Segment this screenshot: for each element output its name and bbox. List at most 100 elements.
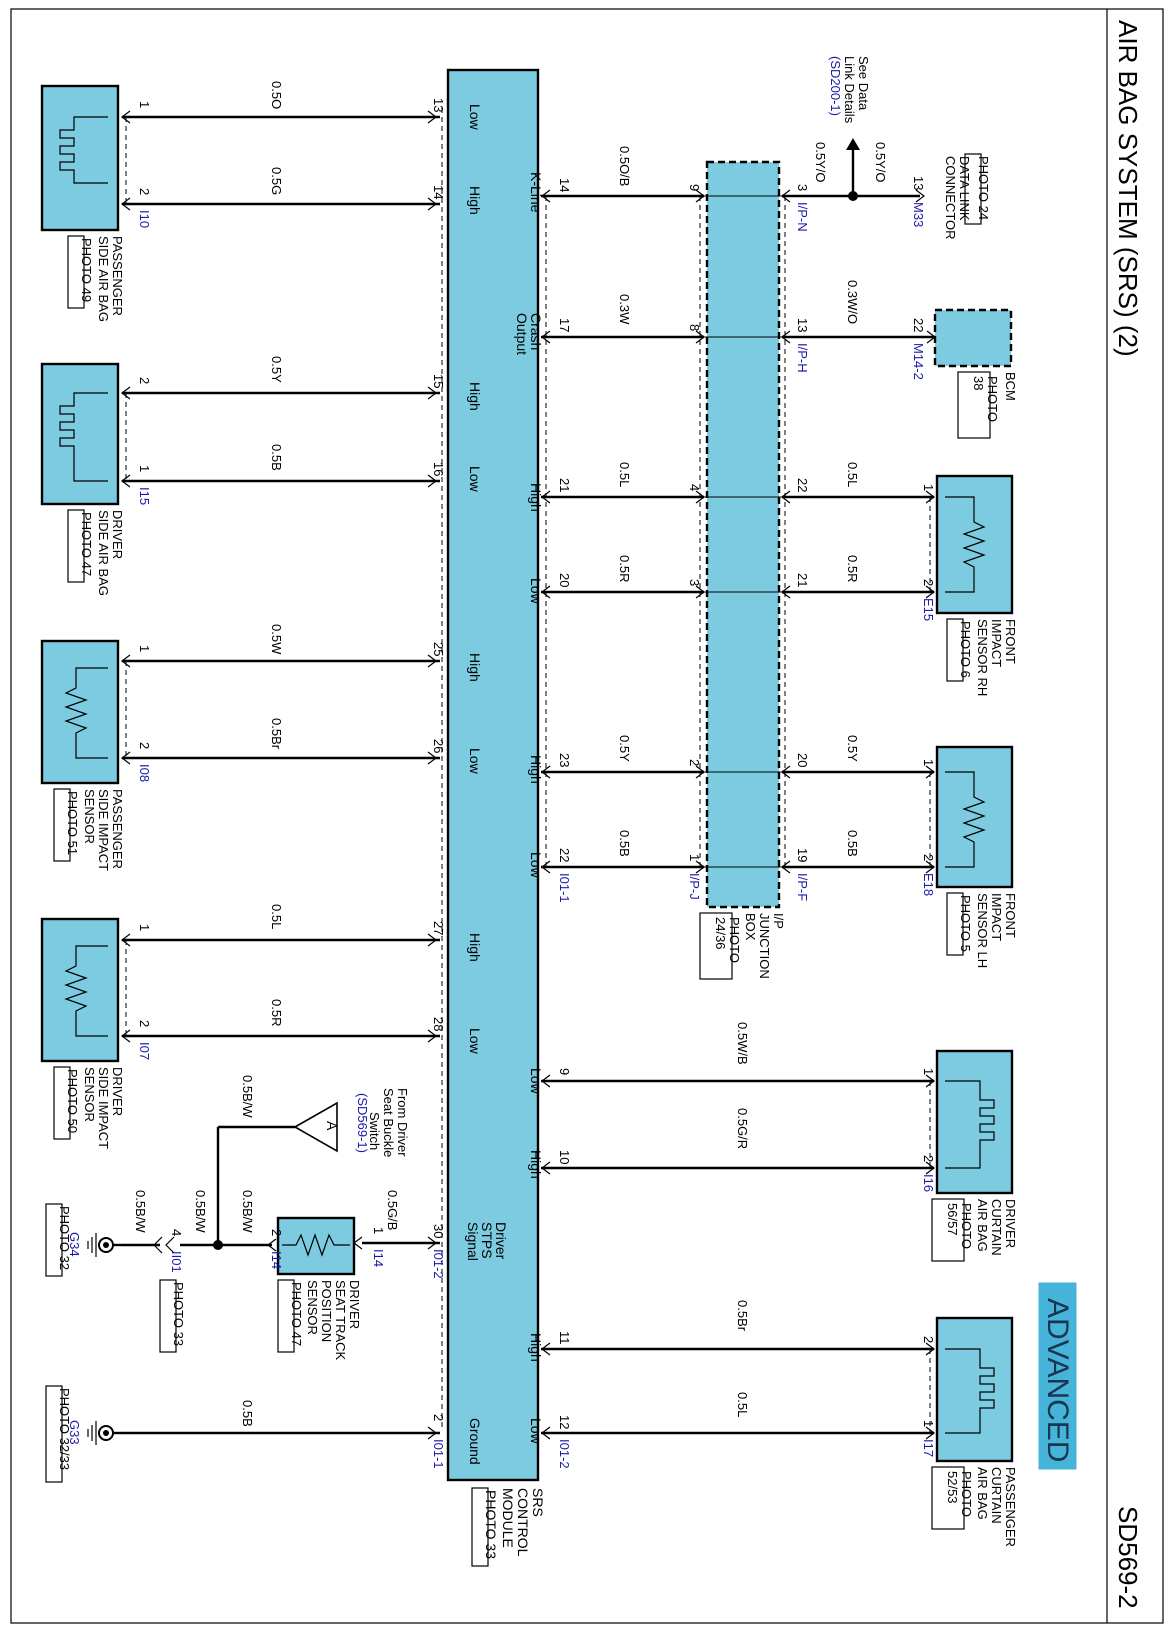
svg-text:2: 2 <box>137 377 152 384</box>
svg-text:21: 21 <box>557 478 572 492</box>
svg-text:FRONT: FRONT <box>1003 619 1018 664</box>
svg-text:2: 2 <box>137 1020 152 1027</box>
svg-text:2: 2 <box>137 188 152 195</box>
svg-text:56/57: 56/57 <box>945 1203 960 1236</box>
svg-text:PASSENGER: PASSENGER <box>110 789 125 869</box>
svg-text:0.5O/B: 0.5O/B <box>617 146 632 186</box>
svg-text:PHOTO: PHOTO <box>959 1203 974 1249</box>
svg-text:PHOTO 47: PHOTO 47 <box>79 512 94 576</box>
ground-icon <box>87 1233 122 1257</box>
svg-text:PASSENGER: PASSENGER <box>110 236 125 316</box>
svg-text:9: 9 <box>557 1068 572 1075</box>
svg-text:0.5G/R: 0.5G/R <box>735 1108 750 1149</box>
svg-text:PHOTO 33: PHOTO 33 <box>483 1490 499 1559</box>
svg-text:0.5G: 0.5G <box>269 167 284 195</box>
svg-text:POSITION: POSITION <box>319 1280 334 1342</box>
svg-text:IMPACT: IMPACT <box>989 619 1004 667</box>
svg-text:0.5B/W: 0.5B/W <box>193 1190 208 1233</box>
right-connector-dashes <box>545 196 931 1433</box>
svg-text:19: 19 <box>795 848 810 862</box>
resistor-icon <box>64 945 108 1037</box>
data-link-arrow-icon <box>846 138 860 150</box>
svg-text:PHOTO 5: PHOTO 5 <box>958 895 973 952</box>
svg-text:30: 30 <box>431 1224 446 1238</box>
svg-text:1: 1 <box>921 759 936 766</box>
svg-text:PHOTO 51: PHOTO 51 <box>65 791 80 855</box>
svg-text:DRIVER: DRIVER <box>347 1280 362 1329</box>
svg-text:DRIVER: DRIVER <box>1003 1199 1018 1248</box>
svg-text:0.5B/W: 0.5B/W <box>240 1075 255 1118</box>
svg-text:1: 1 <box>137 924 152 931</box>
svg-text:SEAT TRACK: SEAT TRACK <box>333 1280 348 1361</box>
advanced-banner <box>1038 1282 1077 1470</box>
svg-text:4: 4 <box>687 484 702 491</box>
ground-photo-labels: PHOTO 32 PHOTO 32/33 PHOTO 33 <box>45 1203 186 1483</box>
svg-text:See Data: See Data <box>856 56 871 111</box>
svg-text:13: 13 <box>911 176 926 190</box>
svg-text:28: 28 <box>431 1017 446 1031</box>
svg-text:0.5B: 0.5B <box>269 444 284 471</box>
svg-text:PHOTO 24: PHOTO 24 <box>976 156 991 220</box>
svg-text:PHOTO 32: PHOTO 32 <box>57 1206 72 1270</box>
svg-text:0.5B/W: 0.5B/W <box>240 1190 255 1233</box>
svg-text:13: 13 <box>431 98 446 112</box>
driver-side-airbag <box>40 362 120 506</box>
svg-text:0.5B: 0.5B <box>617 830 632 857</box>
front-impact-sensor-lh-label: FRONT IMPACT SENSOR LH PHOTO 5 <box>946 892 1018 968</box>
svg-text:0.5W: 0.5W <box>269 624 284 655</box>
svg-text:SENSOR: SENSOR <box>82 789 97 844</box>
svg-text:I07: I07 <box>137 1042 152 1060</box>
svg-text:2: 2 <box>431 1414 446 1421</box>
left-pin-numbers: 13 14 15 16 25 26 27 28 30 2 1 2 2 1 1 2… <box>137 98 446 1421</box>
resistor-icon <box>282 1233 350 1257</box>
svg-text:Crash: Crash <box>528 313 544 350</box>
svg-text:17: 17 <box>557 318 572 332</box>
svg-text:I/P: I/P <box>771 913 786 929</box>
svg-text:0.5B: 0.5B <box>240 1400 255 1427</box>
srs-control-module <box>446 68 540 1482</box>
svg-text:0.5L: 0.5L <box>269 904 284 929</box>
svg-text:1: 1 <box>137 645 152 652</box>
from-driver-seat-buckle-label: From Driver Seat Buckle Switch <box>367 1088 410 1157</box>
svg-text:STPS: STPS <box>479 1222 495 1259</box>
svg-text:0.5G/B: 0.5G/B <box>385 1190 400 1230</box>
svg-text:High: High <box>467 933 483 962</box>
left-connector-dashes <box>125 108 443 1430</box>
svg-text:3: 3 <box>795 184 810 191</box>
svg-text:2: 2 <box>687 759 702 766</box>
svg-text:22: 22 <box>557 848 572 862</box>
svg-text:I15: I15 <box>137 487 152 505</box>
page-title: AIR BAG SYSTEM (SRS) (2) <box>1113 20 1143 357</box>
svg-text:PHOTO: PHOTO <box>959 1471 974 1517</box>
svg-text:I/P-N: I/P-N <box>795 202 810 232</box>
svg-text:I01-1: I01-1 <box>431 1439 446 1469</box>
data-link-connector-label: PHOTO 24 DATA LINK CONNECTOR <box>943 153 991 240</box>
svg-text:MODULE: MODULE <box>500 1488 516 1548</box>
squib-icon <box>945 1080 995 1169</box>
svg-text:SENSOR: SENSOR <box>305 1280 320 1335</box>
srs-module-label: SRS CONTROL MODULE PHOTO 33 <box>471 1487 546 1567</box>
svg-text:AIR BAG: AIR BAG <box>975 1467 990 1520</box>
svg-text:I01-1: I01-1 <box>557 873 572 903</box>
svg-text:Low: Low <box>467 466 483 493</box>
svg-text:E15: E15 <box>921 598 936 621</box>
svg-text:14: 14 <box>557 178 572 192</box>
svg-text:0.5Y: 0.5Y <box>617 735 632 762</box>
svg-text:Low: Low <box>528 1418 544 1445</box>
driver-side-impact-sensor-label: DRIVER SIDE IMPACT SENSOR PHOTO 50 <box>53 1066 125 1149</box>
svg-text:20: 20 <box>795 753 810 767</box>
svg-text:22: 22 <box>911 318 926 332</box>
svg-text:CONNECTOR: CONNECTOR <box>943 156 958 240</box>
svg-text:E18: E18 <box>921 873 936 896</box>
svg-text:0.5B/W: 0.5B/W <box>133 1190 148 1233</box>
svg-text:0.5Y: 0.5Y <box>269 356 284 383</box>
passenger-curtain-airbag <box>935 1316 1014 1463</box>
svg-text:0.5R: 0.5R <box>845 555 860 582</box>
svg-text:(SD569-1): (SD569-1) <box>355 1093 370 1153</box>
svg-text:12: 12 <box>557 1415 572 1429</box>
ground-icon <box>87 1421 120 1445</box>
svg-text:0.5Y: 0.5Y <box>845 735 860 762</box>
svg-text:1: 1 <box>371 1227 386 1234</box>
svg-text:I01-2: I01-2 <box>557 1439 572 1469</box>
svg-text:BCM: BCM <box>1003 372 1018 401</box>
